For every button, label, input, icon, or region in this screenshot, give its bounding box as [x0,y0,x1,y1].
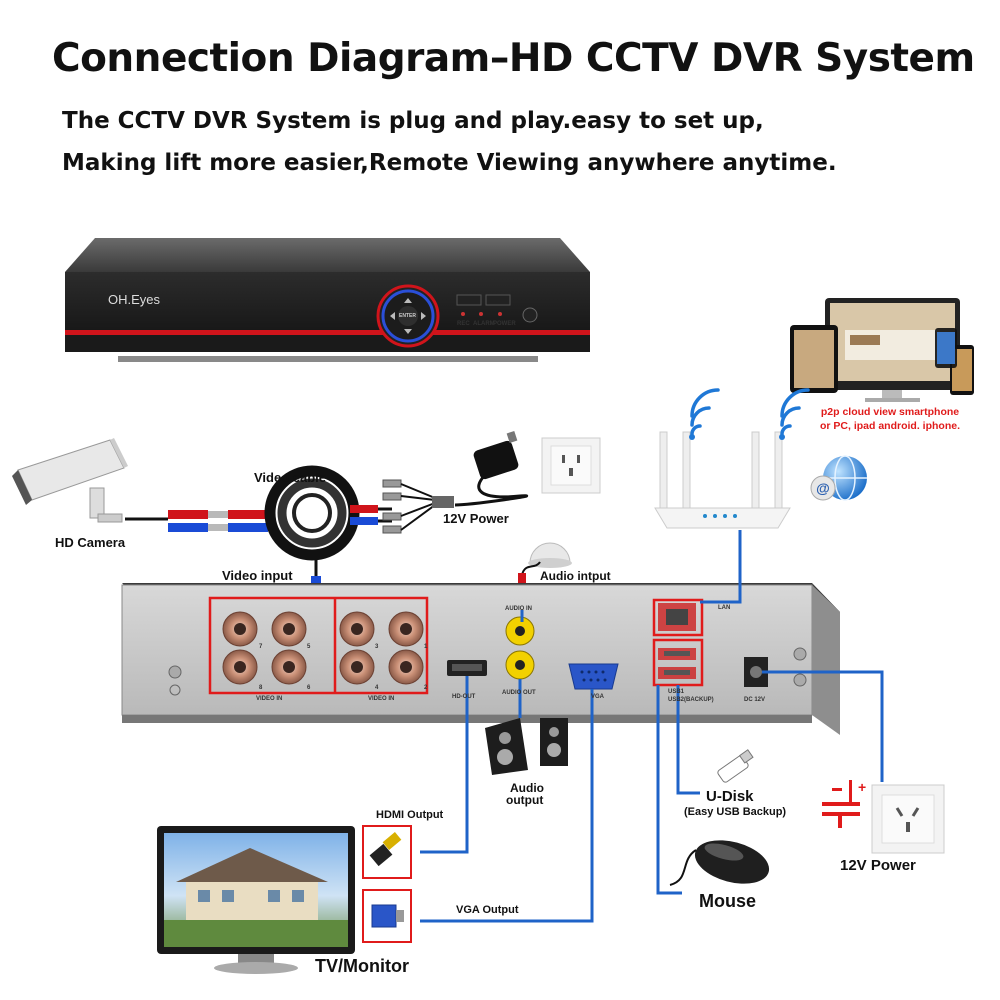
label-p2p: p2p cloud view smartphone or PC, ipad an… [800,405,980,433]
port-label-usb1: USB1 [668,689,685,695]
port-label-audio-out: AUDIO OUT [502,690,536,696]
security-camera-icon [12,438,128,523]
label-hdmi-output: HDMI Output [376,809,444,821]
port-label-usb2: USB2(BACKUP) [668,697,714,703]
label-p2p-line-2: or PC, ipad android. iphone. [819,420,960,432]
enter-label: ENTER [399,313,416,319]
dvr-front-unit [65,238,590,362]
channel-number: 2 [424,685,428,691]
label-mouse: Mouse [699,891,757,911]
label-video-cable: Video cable [254,470,327,485]
label-tv-monitor: TV/Monitor [315,956,409,976]
mouse-icon [669,840,770,886]
hdmi-plug-icon [362,825,412,879]
devices-icon [790,298,974,402]
indicator-power: POWER [493,321,516,327]
port-label-video-in-2: VIDEO IN [368,696,395,702]
channel-number: 8 [259,685,263,691]
power-adapter-icon [454,431,529,507]
svg-text:@: @ [816,480,830,496]
subtitle-line-1: The CCTV DVR System is plug and play.eas… [62,108,764,134]
dvr-brand-label: OH.Eyes [108,292,161,307]
indicator-alarm: ALARM [473,321,495,327]
indicator-rec: REC [457,321,470,327]
svg-text:+: + [858,779,866,795]
channel-number: 5 [307,644,311,650]
subtitle-line-2: Making lift more easier,Remote Viewing a… [62,150,837,176]
router-icon [654,431,791,529]
port-label-lan: LAN [718,605,731,611]
plus-minus-icon: + [822,779,866,828]
wifi-icon [689,388,810,440]
channel-number: 4 [375,685,379,691]
channel-number: 6 [307,685,311,691]
page-title: Connection Diagram–HD CCTV DVR System [52,36,975,81]
monitor-icon [157,826,355,974]
channel-number: 7 [259,644,263,650]
label-vga-output: VGA Output [456,904,519,916]
wall-socket-icon [871,784,945,854]
label-p2p-line-1: p2p cloud view smartphone [820,406,960,418]
channel-number: 3 [375,644,379,650]
bnc-connectors [222,611,424,685]
label-12v-power-top: 12V Power [443,511,509,526]
connection-lines [420,530,884,923]
vga-plug-icon [362,889,412,943]
port-label-vga: VGA [591,694,605,700]
label-12v-power-right: 12V Power [840,857,916,874]
label-audio-output-2: output [506,793,544,807]
label-audio-input: Audio intput [540,569,611,583]
label-udisk: U-Disk [706,788,754,805]
port-label-dc12v: DC 12V [744,697,766,703]
speakers-icon [485,718,568,775]
port-label-video-in-1: VIDEO IN [256,696,283,702]
label-audio-output-1: Audio [510,781,544,795]
microphone-icon [518,542,572,610]
internet-globe-icon: @ [810,455,867,501]
label-video-input: Video input [222,568,293,583]
wall-socket-icon [541,437,601,494]
channel-number: 1 [424,644,428,650]
usb-stick-icon [717,749,754,783]
port-label-audio-in: AUDIO IN [505,606,532,612]
port-label-hd-out: HD-OUT [452,694,476,700]
coax-cable-icon [125,465,454,600]
label-hd-camera: HD Camera [55,535,126,550]
label-udisk-note: (Easy USB Backup) [684,806,787,818]
